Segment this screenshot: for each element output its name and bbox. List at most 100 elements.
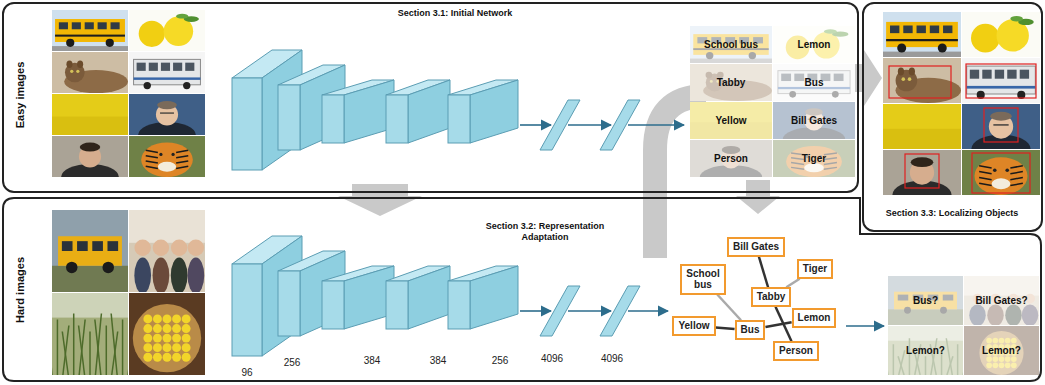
stage-panel: Easy images Section 3.1: Initial NetworkS…: [2, 2, 859, 193]
class-label: Bill Gates: [791, 115, 837, 126]
graph-edge: [786, 279, 799, 288]
class-label: Person: [714, 153, 748, 164]
photo: [52, 293, 128, 375]
class-label: Yellow: [715, 115, 746, 126]
photo: [52, 10, 128, 51]
graph-node: Yellow: [672, 316, 715, 336]
photo: [773, 102, 855, 139]
photo: [690, 26, 772, 63]
node-label: Lemon: [798, 312, 831, 324]
photo: [773, 26, 855, 63]
photo: [773, 64, 855, 101]
node-label: Bus: [741, 324, 760, 336]
detection-box: [889, 66, 951, 98]
section-title: Section 3.1: Initial Network: [355, 8, 555, 19]
layer-size: 256: [492, 355, 509, 366]
flow-arrow: [846, 325, 884, 327]
stage-panel: Hard images Section 3.2: Representation A…: [2, 197, 1043, 383]
conv-layer: [278, 65, 345, 150]
photo: [888, 276, 963, 325]
photo: [129, 52, 205, 93]
graph-edge: [716, 328, 735, 329]
conv-layer: [232, 236, 302, 356]
detection-box: [984, 108, 1018, 142]
layer-size: 384: [364, 355, 381, 366]
section-title: Section 3.3: Localizing Objects: [867, 208, 1037, 219]
photo: [962, 58, 1040, 103]
node-label: Tabby: [757, 291, 786, 303]
image-label-cell: Tabby: [690, 64, 772, 101]
detection-box: [966, 64, 1036, 98]
node-label: Tiger: [803, 263, 827, 275]
row-label: Hard images: [14, 257, 26, 323]
flow-arrow: [520, 124, 551, 126]
layer-size: 96: [241, 367, 252, 378]
class-label: Lemon?: [982, 345, 1021, 356]
photo: [888, 326, 963, 375]
photo: [129, 10, 205, 51]
layer-size: 4096: [601, 353, 623, 364]
conv-layer: [278, 251, 345, 336]
section-title: Section 3.2: Representation Adaptation: [475, 221, 615, 243]
flow-arrow: [628, 124, 684, 126]
photo: [964, 276, 1039, 325]
node-label: Person: [779, 345, 813, 357]
conv-layer: [386, 80, 450, 143]
photo: [690, 64, 772, 101]
photo: [962, 104, 1040, 149]
conv-layer: [322, 266, 394, 329]
node-label: Bill Gates: [733, 241, 779, 253]
photo: [690, 140, 772, 177]
graph-edge: [759, 257, 768, 288]
conv-layer: [386, 266, 450, 329]
layer-size: 256: [284, 357, 301, 368]
class-label: Tabby: [717, 77, 746, 88]
photo: [964, 326, 1039, 375]
graph-node: Bus: [735, 320, 766, 340]
conv-layer: [232, 50, 302, 170]
flow-arrow: [568, 124, 611, 126]
photo: [690, 102, 772, 139]
class-label: Lemon?: [906, 345, 945, 356]
flow-arrow: [628, 310, 668, 312]
image-label-cell: Bill Gates?: [964, 276, 1039, 325]
photo: [129, 293, 205, 375]
flow-arrow: [338, 184, 422, 216]
flow-arrow: [568, 310, 611, 312]
flow-arrow: [520, 310, 551, 312]
photo: [962, 150, 1040, 195]
photo: [883, 58, 961, 103]
photo: [129, 210, 205, 292]
graph-edge: [717, 295, 741, 321]
conv-layer: [448, 266, 518, 329]
image-label-cell: Bus?: [888, 276, 963, 325]
class-label: Bus?: [913, 295, 938, 306]
graph-node: Lemon: [792, 308, 837, 328]
layer-size: 4096: [541, 353, 563, 364]
graph-node: Tiger: [797, 259, 833, 279]
image-label-cell: Yellow: [690, 102, 772, 139]
image-label-cell: Bill Gates: [773, 102, 855, 139]
conv-layer: [448, 80, 518, 143]
class-label: Tiger: [802, 153, 826, 164]
graph-node: Bill Gates: [727, 237, 785, 257]
node-label: School bus: [686, 268, 720, 291]
row-label: Easy images: [14, 62, 26, 129]
image-label-cell: Lemon: [773, 26, 855, 63]
image-label-cell: School bus: [690, 26, 772, 63]
graph-edge: [765, 322, 791, 327]
conv-layer: [322, 80, 394, 143]
graph-node: Tabby: [751, 287, 792, 307]
detection-box: [905, 154, 939, 188]
photo: [883, 150, 961, 195]
graph-node: Person: [773, 341, 819, 361]
class-label: Bus: [805, 77, 824, 88]
photo: [962, 12, 1040, 57]
photo: [52, 94, 128, 135]
photo: [52, 136, 128, 177]
photo: [883, 12, 961, 57]
stage-panel: Section 3.3: Localizing Objects: [862, 2, 1043, 232]
photo: [52, 52, 128, 93]
class-label: Bill Gates?: [975, 295, 1027, 306]
layer-size: 384: [430, 355, 447, 366]
